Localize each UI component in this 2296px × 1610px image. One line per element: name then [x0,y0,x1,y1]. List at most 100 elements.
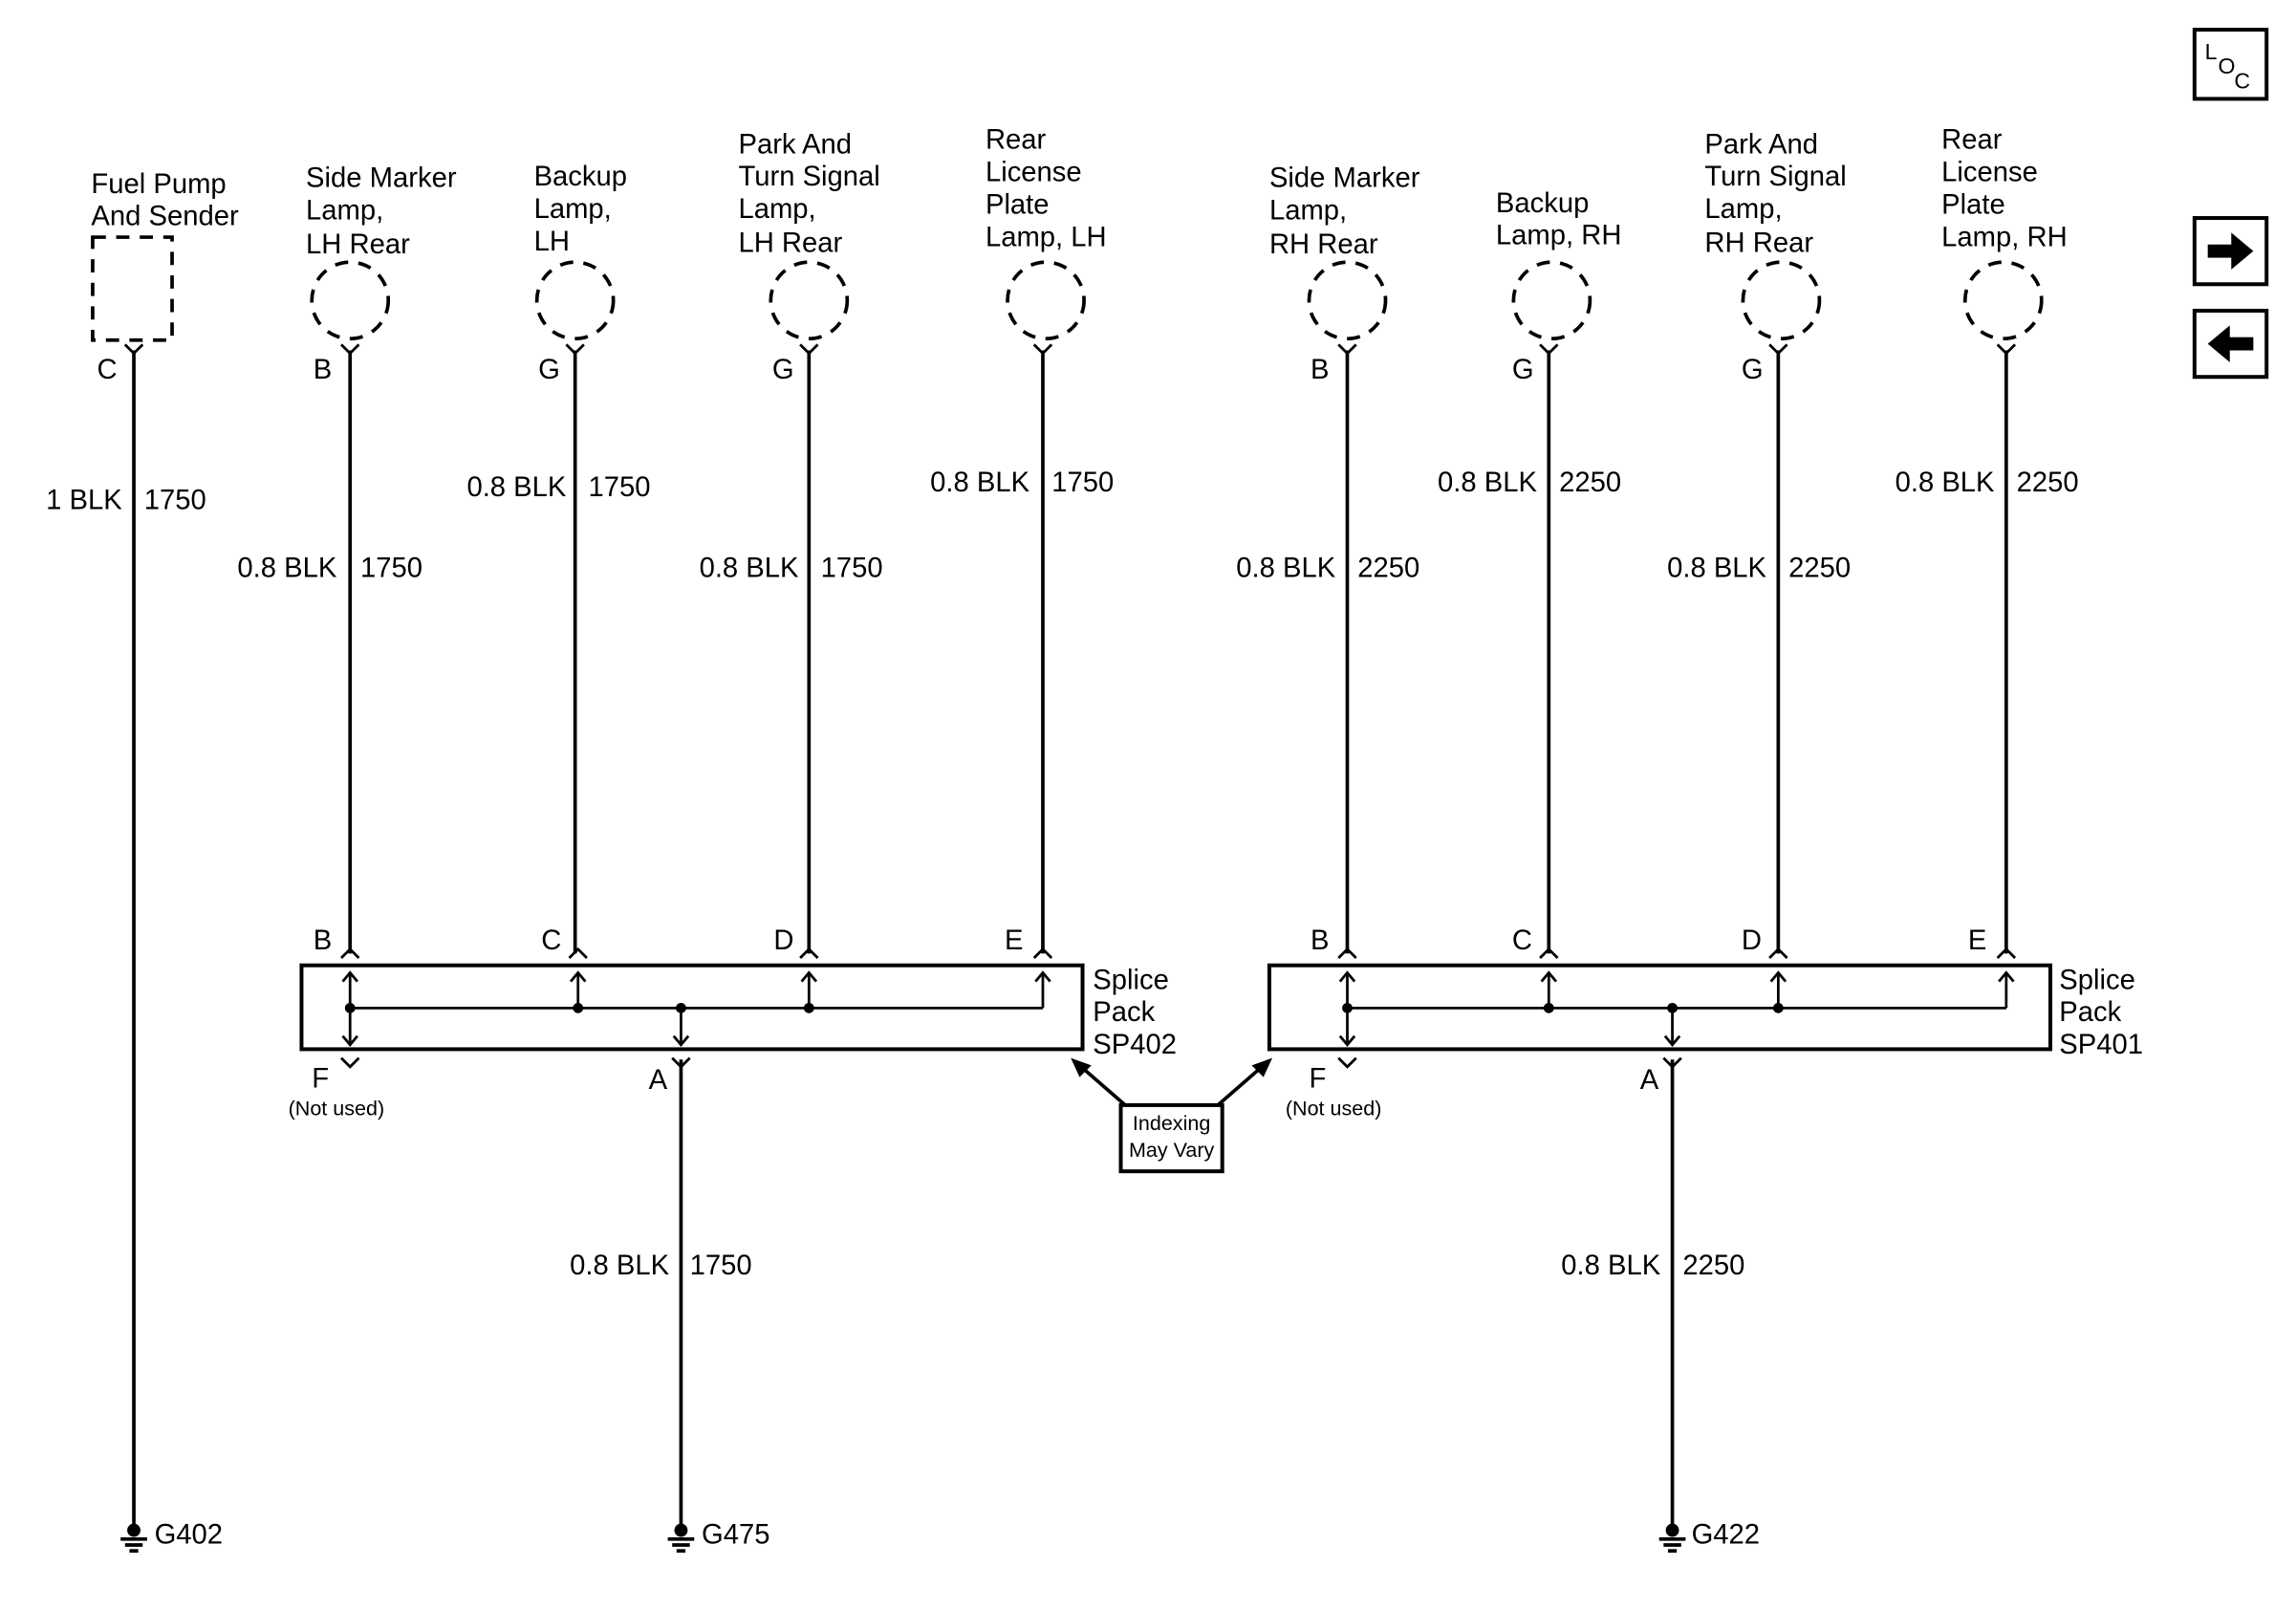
ground-g402-label: G402 [155,1519,223,1550]
sp401-label-line1: Splice [2059,965,2135,995]
connector-chevron-icon [568,946,588,960]
sp401-pin-e: E [1968,925,1987,956]
park-turn-lh-label-line2: Turn Signal [738,162,879,192]
ground-g475: G475 [667,1519,769,1553]
ground-dot-icon [127,1523,141,1537]
connector-chevron-icon [1032,343,1053,356]
wire-labels: 1 BLK 1750 0.8 BLK 1750 0.8 BLK 1750 0.8… [46,468,2079,1281]
park-turn-rh-label-line2: Turn Signal [1704,162,1846,192]
wires [132,350,2008,1525]
wire-sp401-out-gauge: 0.8 BLK [1561,1251,1660,1281]
indexing-arrow-right [1216,1063,1266,1107]
connector-chevron-icon [671,1056,691,1069]
ground-g422: G422 [1658,1519,1760,1553]
backup-lh-label-line1: Backup [534,162,627,192]
sp402-pin-c: C [541,925,561,956]
license-rh-lamp-icon [1962,260,2044,341]
indexing-note-line2: May Vary [1129,1139,1215,1162]
connector-chevron-icon [1539,946,1559,960]
side-marker-rh-label-line3: RH Rear [1269,229,1378,260]
sp402-pin-e: E [1005,925,1024,956]
loc-letter-l: L [2205,39,2218,64]
junction-dot-icon [1772,1002,1784,1013]
connector-chevron-icon [565,343,585,356]
connector-chevron-icon [1768,946,1788,960]
sp401-pin-b: B [1310,925,1329,956]
next-page-button[interactable] [2192,216,2269,287]
side-marker-rh-label-line2: Lamp, [1269,196,1347,227]
previous-page-button[interactable] [2192,308,2269,380]
arrow-down-icon [672,1034,690,1047]
wire-sp402-out-gauge: 0.8 BLK [570,1251,669,1281]
wire-backup-rh-gauge: 0.8 BLK [1438,468,1537,498]
loc-letter-o: O [2218,54,2235,78]
junction-dot-icon [1543,1002,1554,1013]
side-marker-lh-label-line1: Side Marker [306,163,457,194]
indexing-note: Indexing May Vary [1071,1057,1273,1174]
license-lh-label-line2: License [986,158,1082,188]
arrow-right-icon [2207,232,2254,270]
backup-lh-label-line2: Lamp, [534,194,612,225]
arrow-up-icon [1769,970,1787,983]
connector-chevron-icon [1032,946,1053,960]
wire-backup-lh-gauge: 0.8 BLK [466,472,566,503]
connector-chevron-icon [1662,1056,1682,1069]
connector-chevron-icon [799,343,819,356]
sp402-pin-f: F [312,1063,329,1094]
wire-fuel-pump-circuit: 1750 [144,486,206,516]
sp401-label-line2: Pack [2059,997,2121,1028]
ground-g402: G402 [120,1519,223,1553]
arrowhead-icon [1251,1057,1273,1077]
license-lh-lamp-icon [1006,260,1086,341]
ground-dot-icon [1665,1523,1679,1537]
pin-backup-rh: G [1512,355,1534,385]
sp401-pin-a: A [1640,1065,1659,1096]
license-rh-label-line2: License [1941,158,2038,188]
arrow-up-icon [1998,970,2015,983]
wire-park-turn-lh-circuit: 1750 [821,553,883,583]
license-rh-label-line3: Plate [1941,189,2005,220]
arrow-left-icon [2207,325,2254,362]
sp402-pin-b: B [314,925,333,956]
connector-chevron-icon [340,343,360,356]
wire-license-rh-gauge: 0.8 BLK [1895,468,1995,498]
backup-rh-label-line2: Lamp, RH [1496,221,1622,251]
fuel-pump-label-line2: And Sender [91,202,239,232]
park-turn-lh-label-line4: LH Rear [738,228,842,258]
fuel-pump-symbol [91,235,174,342]
ground-dot-icon [674,1523,688,1537]
license-lh-label-line3: Plate [986,189,1050,220]
wire-license-lh-gauge: 0.8 BLK [930,468,1029,498]
wire-park-turn-rh-circuit: 2250 [1788,553,1851,583]
junction-dot-icon [573,1002,584,1013]
sp401-pin-c: C [1512,925,1532,956]
ground-g475-label: G475 [702,1519,769,1550]
wire-license-rh-circuit: 2250 [2017,468,2079,498]
sp402-label-line2: Pack [1093,997,1155,1028]
arrow-up-icon [569,970,587,983]
backup-rh-label-line1: Backup [1496,188,1589,219]
wire-side-marker-lh-gauge: 0.8 BLK [237,553,336,583]
loc-button-frame[interactable] [2192,28,2269,101]
wire-side-marker-rh-gauge: 0.8 BLK [1236,553,1335,583]
top-connector-chevrons [123,343,2017,356]
top-pin-letters: C B G G B G G [97,355,1764,385]
sp401-body [1267,963,2053,1052]
loc-button[interactable]: L O C [2192,28,2269,101]
arrow-down-icon [341,1034,358,1047]
connector-chevron-icon [1996,946,2017,960]
sp401-pin-d: D [1742,925,1762,956]
side-marker-rh-lamp-icon [1307,260,1388,341]
junction-dot-icon [1342,1002,1353,1013]
connector-chevron-icon [123,343,144,356]
pin-park-turn-lh: G [772,355,794,385]
sp401-label-line3: SP401 [2059,1030,2143,1060]
connector-chevron-icon [799,946,819,960]
sp402-label-line1: Splice [1093,965,1169,995]
lamp-symbols [310,260,2044,341]
sp402-not-used: (Not used) [289,1098,385,1120]
pin-backup-lh: G [538,355,560,385]
wire-park-turn-rh-gauge: 0.8 BLK [1667,553,1766,583]
pin-fuel-pump: C [97,355,118,385]
backup-lh-lamp-icon [534,260,616,341]
